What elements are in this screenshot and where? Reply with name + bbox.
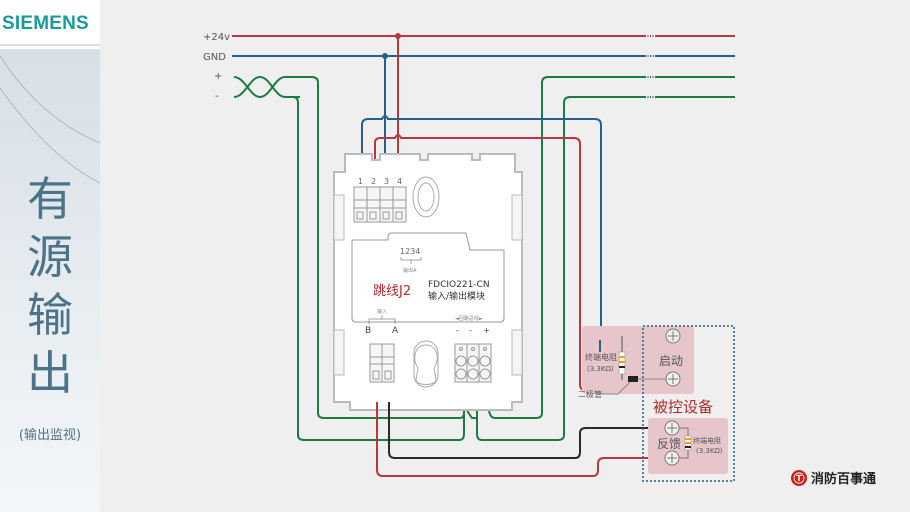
resistor-band — [685, 438, 691, 440]
start-resistor-value: (3.3KΩ) — [587, 365, 614, 373]
bus-break — [645, 33, 655, 59]
input-terminal-b: B — [365, 326, 371, 336]
title-char: 源 — [27, 230, 73, 284]
screw-cross — [668, 374, 678, 384]
brand-name: 消防百事通 — [811, 472, 877, 487]
mount-hole — [412, 176, 440, 218]
start-terminal-label: 启动 — [659, 354, 683, 368]
label-minus: - — [215, 91, 219, 102]
loop-out-plus-wire — [486, 76, 735, 419]
page-subtitle: (输出监视) — [18, 428, 82, 443]
loop-terminal: + — [483, 326, 490, 335]
terminal-number: 3 — [384, 177, 389, 186]
feedback-resistor-label: 终端电阻 — [693, 436, 721, 445]
loop-terminal-block — [454, 343, 492, 383]
label-panel — [351, 232, 505, 323]
loop-out-minus-wire — [476, 96, 735, 441]
screw-cross — [667, 453, 677, 463]
diode-icon — [628, 376, 638, 382]
title-char: 有 — [27, 172, 73, 226]
logo-bar: SIEMENS — [0, 0, 100, 44]
resistor-band — [619, 361, 625, 363]
loop-in-minus-wire — [285, 96, 465, 441]
title-char: 出 — [27, 346, 73, 400]
resistor-band — [685, 442, 691, 444]
loop-terminal: - — [469, 326, 472, 335]
jumper-bracket — [400, 257, 422, 264]
brand-mark-icon: Ⓣ — [791, 469, 807, 486]
diode-label: 二极管 — [578, 389, 602, 399]
output-24v-wire — [374, 134, 630, 391]
output-terminal-block — [353, 186, 407, 223]
mount-hole-inner — [417, 182, 435, 212]
input-caption: 输入 — [377, 308, 387, 315]
page-title: 有 源 输 出 — [18, 170, 82, 402]
jumper-caption: 输出A — [403, 267, 417, 274]
jumper-numbers: 1234 — [400, 247, 420, 256]
module-side-clip — [333, 329, 345, 376]
siemens-logo: SIEMENS — [2, 13, 89, 34]
brand-logo: Ⓣ 消防百事通 — [791, 468, 876, 487]
logo-divider — [0, 46, 100, 49]
resistor-band — [619, 366, 625, 368]
controlled-device-box — [642, 325, 735, 482]
controlled-device-label: 被控设备 — [653, 398, 713, 416]
loop-caption: ◄回路总线► — [455, 315, 483, 322]
resistor-band — [619, 356, 625, 358]
feedback-resistor-value: (3.3KΩ) — [696, 447, 723, 455]
input-terminal-block — [369, 343, 395, 383]
module-side-clip — [333, 194, 345, 241]
loop-terminal: - — [456, 326, 459, 335]
input-a-wire — [376, 402, 672, 477]
feedback-terminal-label: 反馈 — [657, 437, 681, 451]
keyhole-mount — [414, 344, 438, 385]
input-terminal-a: A — [392, 326, 399, 336]
terminal-number: 4 — [397, 177, 402, 186]
module-description: 输入/输出模块 — [428, 290, 485, 302]
terminal-number: 2 — [371, 177, 376, 186]
input-bracket — [368, 315, 396, 324]
module-side-clip — [511, 194, 523, 241]
bus-break — [645, 74, 655, 100]
label-gnd: GND — [203, 52, 226, 63]
resistor-band — [685, 446, 691, 448]
screw-cross — [668, 331, 678, 341]
module-model: FDCIO221-CN — [428, 280, 490, 290]
label-plus: + — [214, 71, 222, 82]
fdcio221-module: 1 2 3 4 1234 输出A 跳线J2 FDCIO221-CN 输入/输出模… — [333, 153, 523, 411]
terminal-number: 1 — [358, 177, 363, 186]
sidebar: SIEMENS 有 源 输 出 (输出监视) — [0, 0, 100, 512]
module-side-clip — [511, 329, 523, 376]
label-24v: +24v — [203, 32, 230, 43]
keyhole-frame — [413, 340, 439, 388]
jumper-label: 跳线J2 — [373, 284, 411, 299]
input-b-wire — [388, 402, 672, 459]
start-resistor-label: 终端电阻 — [585, 352, 617, 362]
title-char: 输 — [27, 288, 73, 342]
decorative-arcs — [0, 55, 100, 184]
screw-cross — [667, 423, 677, 433]
diode-pointer — [598, 381, 631, 395]
